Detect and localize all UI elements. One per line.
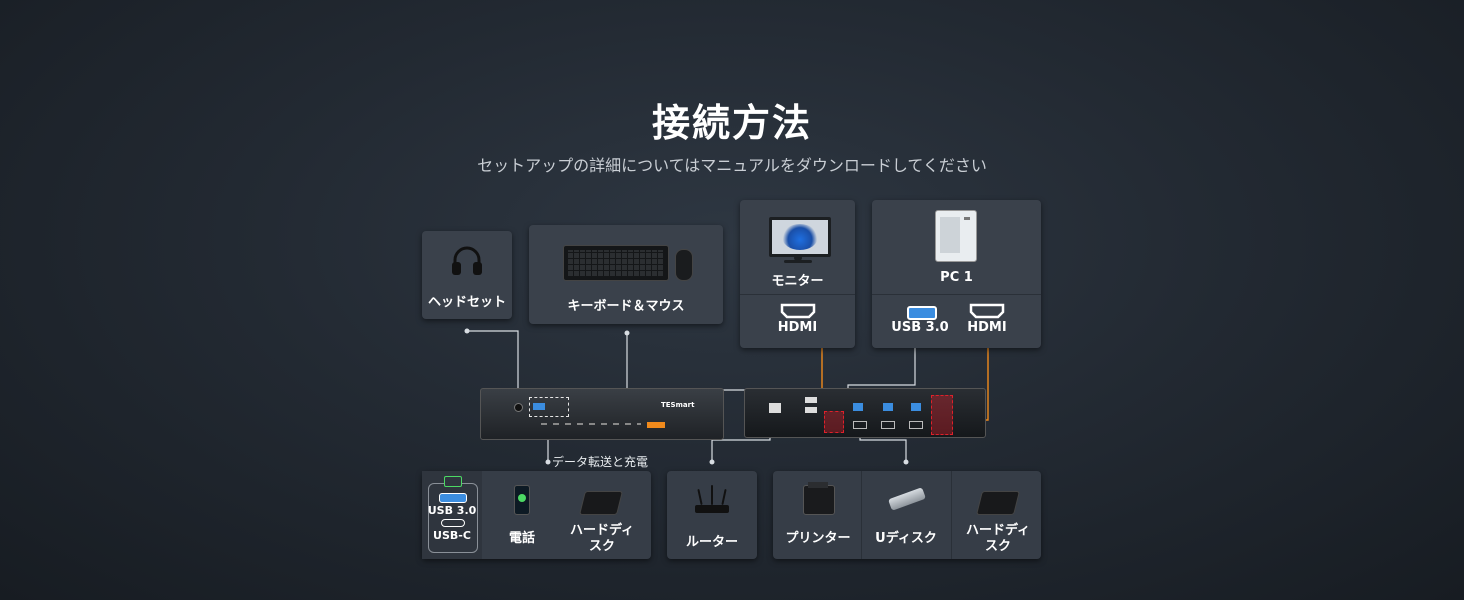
hdd2-label-line2: スク: [984, 539, 1011, 554]
headset-label: ヘッドセット: [427, 295, 506, 310]
udisk-icon: [888, 487, 926, 511]
phone-label: 電話: [508, 531, 535, 546]
kvm-monitor-port-highlight: [931, 395, 953, 435]
monitor-icon: [769, 217, 831, 257]
pc-label: PC 1: [940, 270, 973, 285]
data-transfer-note: データ転送と充電: [552, 455, 649, 469]
hdd-label-line2: スク: [588, 539, 615, 554]
monitor-hdmi-label: HDMI: [777, 320, 818, 335]
keyboard-mouse-card: キーボード＆マウス: [529, 225, 723, 324]
headset-icon: [452, 246, 482, 275]
pc-usb-label: USB 3.0: [891, 320, 949, 335]
monitor-label: モニター: [771, 274, 824, 289]
printer-label: プリンター: [785, 531, 851, 546]
front-usb-card: USB 3.0 USB-C 電話 ハードディ スク: [422, 471, 651, 559]
hdd-icon: [579, 491, 623, 515]
headset-card: ヘッドセット: [422, 231, 512, 319]
wire-headset: [467, 330, 519, 400]
kvm-brand: TESmart: [661, 401, 695, 409]
pc-card: PC 1 USB 3.0 HDMI: [872, 200, 1041, 348]
hdmi-port-icon: [969, 303, 1005, 319]
hdd-icon: [976, 491, 1020, 515]
usbc-label: USB-C: [433, 529, 471, 542]
back-usb-card: プリンター Uディスク ハードディ スク: [773, 471, 1041, 559]
router-card: ルーター: [667, 471, 757, 559]
keyboard-icon: [563, 245, 669, 281]
keyboard-mouse-label: キーボード＆マウス: [567, 299, 685, 314]
usb3-label: USB 3.0: [427, 504, 477, 517]
router-icon: [695, 505, 729, 513]
kvm-front-panel: TESmart: [480, 388, 724, 440]
pc-tower-icon: [935, 210, 977, 262]
page-title: 接続方法: [651, 101, 812, 145]
hdmi-port-icon: [780, 303, 816, 319]
monitor-card: モニター HDMI: [740, 200, 855, 348]
hdd2-label-line1: ハードディ: [965, 523, 1031, 538]
usb3-port-icon: [439, 493, 467, 503]
udisk-label: Uディスク: [875, 531, 937, 546]
kvm-back-panel: [744, 388, 986, 438]
usbc-port-icon: [441, 519, 465, 527]
phone-icon: [514, 485, 530, 515]
kvm-pc-port-highlight: [824, 411, 844, 433]
kvm-front-ports-highlight: [529, 397, 569, 417]
router-label: ルーター: [685, 535, 738, 550]
usb-port-icon: [907, 306, 937, 320]
mouse-icon: [675, 249, 693, 281]
page-subtitle: セットアップの詳細についてはマニュアルをダウンロードしてください: [477, 156, 987, 175]
hdd-label-line1: ハードディ: [569, 523, 635, 538]
charging-icon: [444, 476, 462, 487]
pc-hdmi-label: HDMI: [967, 320, 1007, 335]
printer-icon: [803, 482, 835, 515]
